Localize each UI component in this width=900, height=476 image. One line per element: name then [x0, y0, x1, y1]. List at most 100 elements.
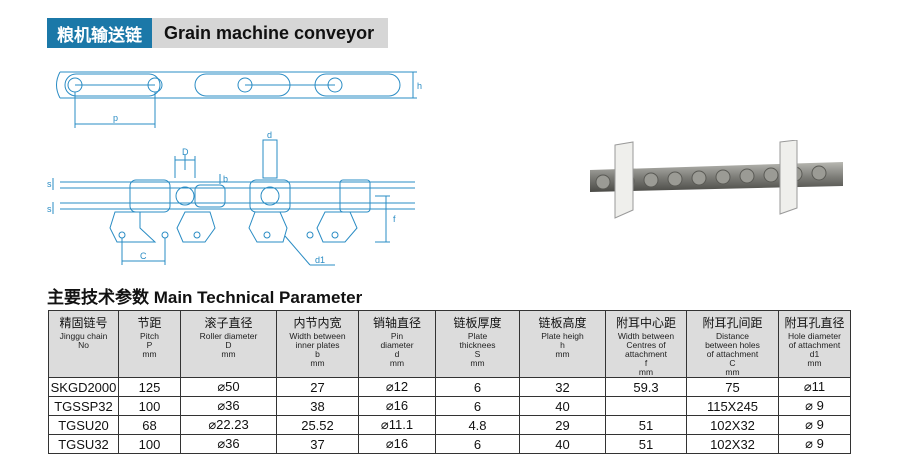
label-s-top: s — [47, 179, 52, 189]
header-en-label: mm — [470, 358, 485, 368]
chain-technical-drawing: p h D d b s s f C d1 — [47, 71, 422, 266]
header-en-label: thicknees — [459, 340, 496, 350]
table-cell: ⌀ 9 — [778, 396, 851, 416]
header-en-label: mm — [221, 349, 236, 359]
header-en-label: C — [729, 358, 736, 368]
table-cell: ⌀12 — [358, 377, 436, 397]
table-cell: 6 — [435, 434, 520, 454]
section-title: 主要技术参数 Main Technical Parameter — [47, 288, 363, 307]
header-en-label: between holes — [705, 340, 760, 350]
header-en-label: inner plates — [295, 340, 340, 350]
header-en-label: diameter — [380, 340, 414, 350]
header-en-label: Pitch — [140, 331, 159, 341]
table-cell: 40 — [519, 396, 606, 416]
table-cell: SKGD2000 — [48, 377, 119, 397]
table-cell: 6 — [435, 377, 520, 397]
table-cell: 4.8 — [435, 415, 520, 435]
table-cell: TGSU32 — [48, 434, 119, 454]
label-C: C — [140, 251, 147, 261]
table-cell: ⌀ 9 — [778, 415, 851, 435]
header-cn-label: 链板高度 — [538, 316, 587, 330]
header-cn-label: 附耳孔间距 — [702, 316, 763, 330]
header-en-label: mm — [389, 358, 405, 368]
header-en-label: Plate — [467, 331, 488, 341]
table-cell: ⌀36 — [180, 434, 277, 454]
table-cell: ⌀ 9 — [778, 434, 851, 454]
table-cell: 40 — [519, 434, 606, 454]
header-en-label: No — [78, 340, 89, 350]
header-cn-label: 滚子直径 — [204, 316, 253, 330]
table-cell: 59.3 — [605, 377, 687, 397]
header-en-label: Width between — [289, 331, 346, 341]
header-en-label: attachment — [624, 349, 668, 359]
header-en-label: Roller diameter — [199, 331, 258, 341]
label-p: p — [113, 113, 118, 123]
table-cell: ⌀11.1 — [358, 415, 436, 435]
table-cell: 115X245 — [686, 396, 779, 416]
header-en-label: of attachment — [706, 349, 759, 359]
table-cell: 102X32 — [686, 415, 779, 435]
table-cell: 51 — [605, 415, 687, 435]
label-h: h — [417, 81, 422, 91]
table-cell: TGSU20 — [48, 415, 119, 435]
header-en-label: P — [146, 340, 153, 350]
header-en-title: Grain machine conveyor — [152, 18, 389, 48]
header-cn-label: 节距 — [137, 316, 162, 330]
table-cell: 68 — [118, 415, 181, 435]
header-en-label: f — [644, 358, 648, 368]
table-cell — [605, 396, 687, 416]
table-cell: 102X32 — [686, 434, 779, 454]
table-cell: 6 — [435, 396, 520, 416]
header-en-label: d1 — [809, 349, 820, 359]
label-b: b — [223, 174, 228, 184]
header-cn-label: 附耳中心距 — [615, 316, 676, 330]
header-cn-title: 粮机输送链 — [47, 18, 152, 48]
header-cn-label: 内节内宽 — [293, 316, 342, 330]
table-cell: 29 — [519, 415, 606, 435]
header-en-label: mm — [555, 349, 570, 359]
label-d: d — [267, 130, 272, 140]
table-cell: ⌀36 — [180, 396, 277, 416]
table-cell: ⌀16 — [358, 396, 436, 416]
header-cn-label: 销轴直径 — [372, 316, 421, 330]
header-en-label: Width between — [617, 331, 675, 341]
page-header: 粮机输送链 Grain machine conveyor — [47, 18, 389, 48]
header-cn-label: 精固链号 — [59, 316, 108, 330]
table-cell: 51 — [605, 434, 687, 454]
table-cell: 27 — [276, 377, 359, 397]
table-cell: 125 — [118, 377, 181, 397]
header-en-label: mm — [638, 367, 654, 377]
header-en-label: b — [315, 349, 320, 359]
table-cell: ⌀22.23 — [180, 415, 277, 435]
header-en-label: Distance — [715, 331, 750, 341]
table-cell: 32 — [519, 377, 606, 397]
table-cell: ⌀16 — [358, 434, 436, 454]
label-s-bottom: s — [47, 204, 52, 214]
table-cell: ⌀50 — [180, 377, 277, 397]
header-en-label: Centres of — [626, 340, 666, 350]
header-en-label: h — [560, 340, 565, 350]
table-cell: 37 — [276, 434, 359, 454]
chain-product-photo — [590, 140, 843, 219]
table-cell: TGSSP32 — [48, 396, 119, 416]
header-en-label: S — [474, 349, 481, 359]
header-en-label: mm — [725, 367, 740, 377]
table-cell: 38 — [276, 396, 359, 416]
header-en-label: Jinggu chain — [59, 331, 108, 341]
header-en-label: mm — [310, 358, 325, 368]
header-en-label: Pin — [390, 331, 404, 341]
